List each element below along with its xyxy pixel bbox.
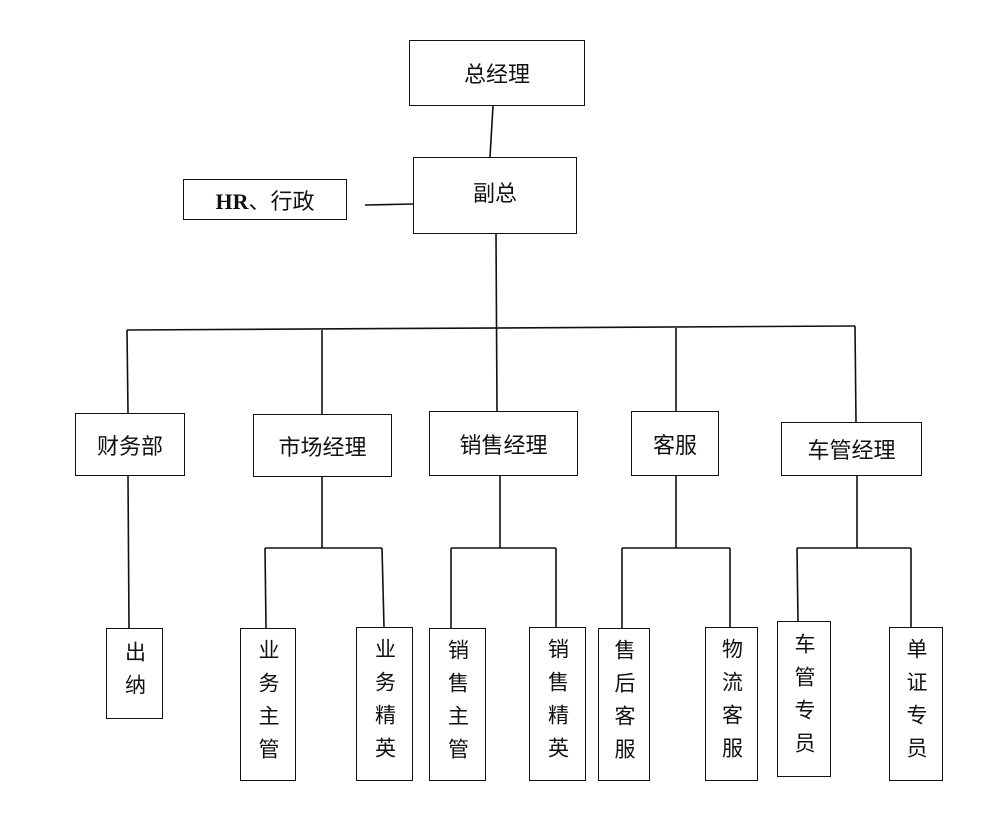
sales-supervisor-label: 销售主管 — [445, 638, 470, 771]
customer-service-box: 客服 — [631, 411, 719, 476]
document-specialist-label: 单证专员 — [904, 638, 928, 770]
document-specialist-box: 单证专员 — [889, 627, 943, 781]
deputy-label: 副总 — [472, 182, 517, 207]
finance-dept-box: 财务部 — [75, 413, 185, 476]
hr-admin-label: HR、行政 — [215, 184, 314, 216]
business-elite-label: 业务精英 — [372, 638, 397, 770]
finance-dept-label: 财务部 — [96, 434, 163, 460]
business-supervisor-box: 业务主管 — [240, 628, 296, 781]
marketing-manager-box: 市场经理 — [253, 414, 392, 477]
sales-elite-label: 销售精英 — [545, 638, 570, 770]
hr-label-bold: HR — [215, 188, 249, 214]
fleet-manager-label: 车管经理 — [807, 439, 896, 464]
marketing-manager-label: 市场经理 — [278, 435, 367, 461]
fleet-manager-box: 车管经理 — [781, 422, 922, 476]
logistics-service-box: 物流客服 — [705, 627, 758, 781]
hr-admin-box: HR、行政 — [183, 179, 347, 220]
sales-manager-box: 销售经理 — [429, 411, 578, 476]
business-elite-box: 业务精英 — [356, 627, 413, 781]
ceo-box: 总经理 — [409, 40, 585, 106]
deputy-box: 副总 — [413, 157, 577, 234]
sales-supervisor-box: 销售主管 — [429, 628, 486, 781]
hr-label-rest: 、行政 — [248, 189, 315, 215]
cashier-box: 出纳 — [106, 628, 163, 719]
sales-manager-label: 销售经理 — [459, 433, 548, 459]
logistics-service-label: 物流客服 — [719, 638, 744, 770]
aftersales-service-label: 售后客服 — [612, 638, 636, 771]
sales-elite-box: 销售精英 — [529, 627, 586, 781]
fleet-specialist-label: 车管专员 — [792, 633, 816, 765]
cashier-label: 出纳 — [122, 640, 147, 707]
customer-service-label: 客服 — [652, 433, 697, 459]
fleet-specialist-box: 车管专员 — [777, 621, 831, 777]
aftersales-service-box: 售后客服 — [598, 628, 650, 781]
business-supervisor-label: 业务主管 — [256, 638, 280, 771]
ceo-label: 总经理 — [463, 63, 530, 88]
